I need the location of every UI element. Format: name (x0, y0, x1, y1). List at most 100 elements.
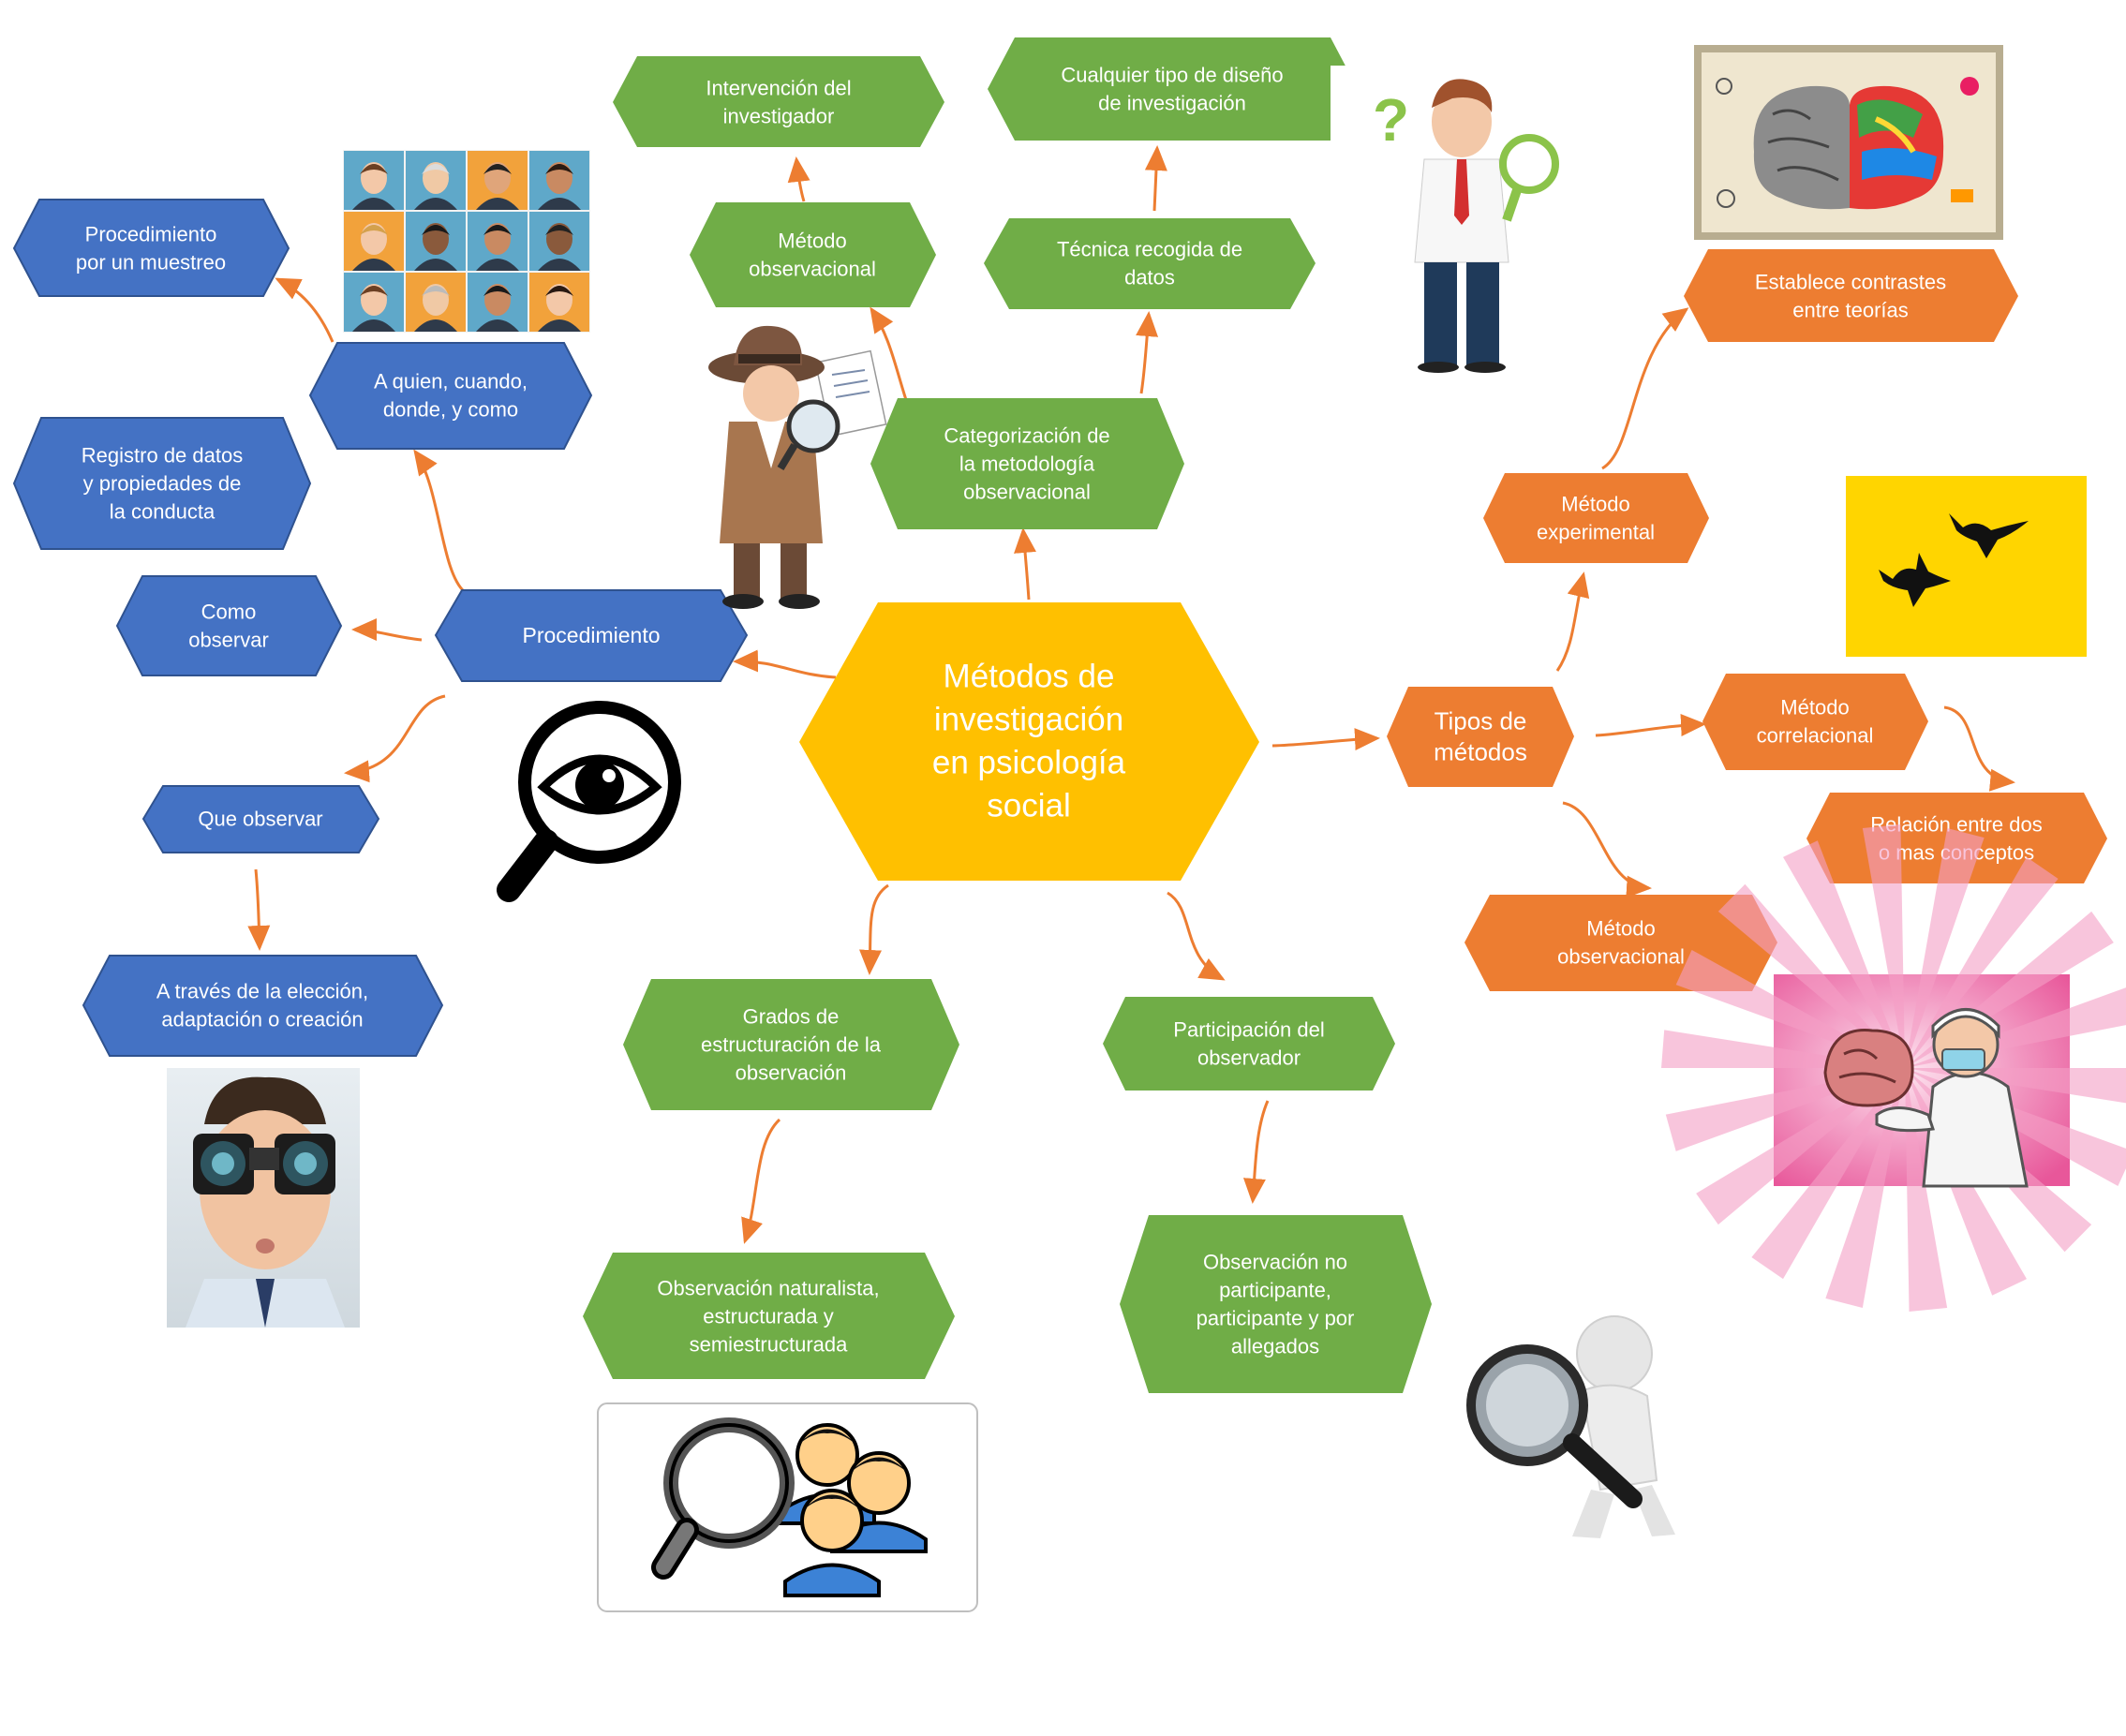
binoculars-man-image (167, 1068, 360, 1328)
connector-procedimiento-que (344, 694, 446, 783)
ray (1905, 827, 1985, 1068)
label-line: observación (736, 1061, 847, 1085)
label-line: Método (1586, 917, 1655, 941)
label-line: observador (1197, 1046, 1301, 1070)
connector-center-participacion (1167, 891, 1226, 981)
label-line: la conducta (110, 500, 216, 524)
brain-art-image (1694, 45, 2003, 240)
avatar (344, 212, 404, 271)
node-a-quien[interactable]: A quien, cuando, donde, y como (308, 342, 593, 450)
connector-procedimiento-a-quien (413, 449, 467, 594)
connector-center-tipos (1271, 728, 1380, 751)
node-categorizacion[interactable]: Categorización de la metodología observaci… (870, 398, 1184, 529)
label-line: Como (201, 601, 257, 624)
label-line: observacional (963, 481, 1091, 504)
label-line: A través de la elección, (156, 980, 368, 1003)
node-a-quien-label: A quien, cuando, donde, y como (374, 370, 528, 422)
avatar (529, 151, 589, 210)
bird-icon (1949, 513, 2029, 558)
label-line: Establece contrastes (1755, 271, 1946, 294)
label-line: participante y por (1197, 1307, 1355, 1330)
thinking-man-image: ? (1331, 66, 1585, 375)
label-line: Categorización de (944, 424, 1109, 448)
label-line: Método (1780, 696, 1849, 720)
ray (1751, 1068, 1905, 1280)
label-line: Cualquier tipo de diseño (1061, 64, 1283, 87)
connector-correlacional-relacion (1943, 705, 2015, 792)
connector-tipos-experimental (1555, 571, 1590, 672)
label-line: Técnica recogida de (1057, 238, 1242, 261)
label-line: la metodología (959, 453, 1095, 476)
label-line: participante, (1219, 1279, 1331, 1302)
node-a-traves-label: A través de la elección, adaptación o cre… (156, 980, 368, 1031)
node-registro[interactable]: Registro de datos y propiedades de la cond… (12, 417, 312, 550)
node-registro-label: Registro de datos y propiedades de la cond… (82, 444, 243, 524)
label-line: Que observar (198, 808, 322, 831)
people-grid-image (343, 150, 590, 333)
label-line: correlacional (1757, 724, 1874, 748)
label-line: observacional (1557, 945, 1685, 969)
question-mark-icon: ? (1373, 86, 1409, 154)
ray (1862, 824, 1905, 1068)
node-grados-label: Grados de estructuración de la observación (701, 1005, 882, 1085)
eye-magnifier-icon (497, 701, 681, 902)
connector-tipos-obs (1562, 801, 1652, 898)
avatar (406, 273, 466, 332)
label-line: y propiedades de (83, 472, 242, 496)
label-line: estructurada y (703, 1305, 833, 1328)
label-line: Registro de datos (82, 444, 243, 467)
node-metodo-observacional-orange-label: Método observacional (1557, 917, 1685, 969)
connector-categorizacion-metodo-obs (870, 306, 909, 404)
connector-procedimiento-como (351, 618, 423, 642)
label-line: Procedimiento (85, 223, 217, 246)
avatar (468, 151, 528, 210)
node-a-traves[interactable]: A través de la elección, adaptación o cre… (82, 955, 444, 1057)
avatar (529, 212, 589, 271)
node-cualquier-label: Cualquier tipo de diseño de investigación (1061, 64, 1283, 115)
label-line: de investigación (1098, 92, 1246, 115)
node-procedimiento-muestreo[interactable]: Procedimiento por un muestreo (12, 199, 290, 297)
label-line: A quien, cuando, (374, 370, 528, 393)
node-cualquier[interactable]: Cualquier tipo de diseño de investigación (988, 37, 1358, 141)
connector-center-procedimiento (733, 649, 837, 679)
label-line: Método (1561, 493, 1629, 516)
label-line: donde, y como (383, 398, 518, 422)
connector-categorizacion-tecnica (1136, 311, 1159, 394)
label-line: estructuración de la (701, 1033, 882, 1057)
label-line: Grados de (743, 1005, 840, 1029)
node-procedimiento[interactable]: Procedimiento (434, 589, 749, 682)
ray (1696, 1068, 1905, 1225)
ray (1717, 883, 1905, 1068)
label-line: investigador (723, 105, 835, 128)
node-correlacional[interactable]: Método correlacional (1702, 674, 1928, 770)
connectors (247, 145, 2015, 1244)
avatar (344, 151, 404, 210)
ray (1783, 840, 1905, 1068)
node-que-observar-label: Que observar (198, 808, 322, 831)
ray (1905, 856, 2059, 1068)
connector-metodo-obs-intervencion (787, 156, 810, 202)
node-grados[interactable]: Grados de estructuración de la observación (623, 979, 959, 1110)
node-categorizacion-label: Categorización de la metodología observaci… (944, 424, 1109, 504)
label-line: adaptación o creación (161, 1008, 363, 1031)
node-que-observar[interactable]: Que observar (141, 785, 380, 853)
label-line: por un muestreo (76, 251, 226, 274)
label-line: en psicología (932, 744, 1126, 780)
